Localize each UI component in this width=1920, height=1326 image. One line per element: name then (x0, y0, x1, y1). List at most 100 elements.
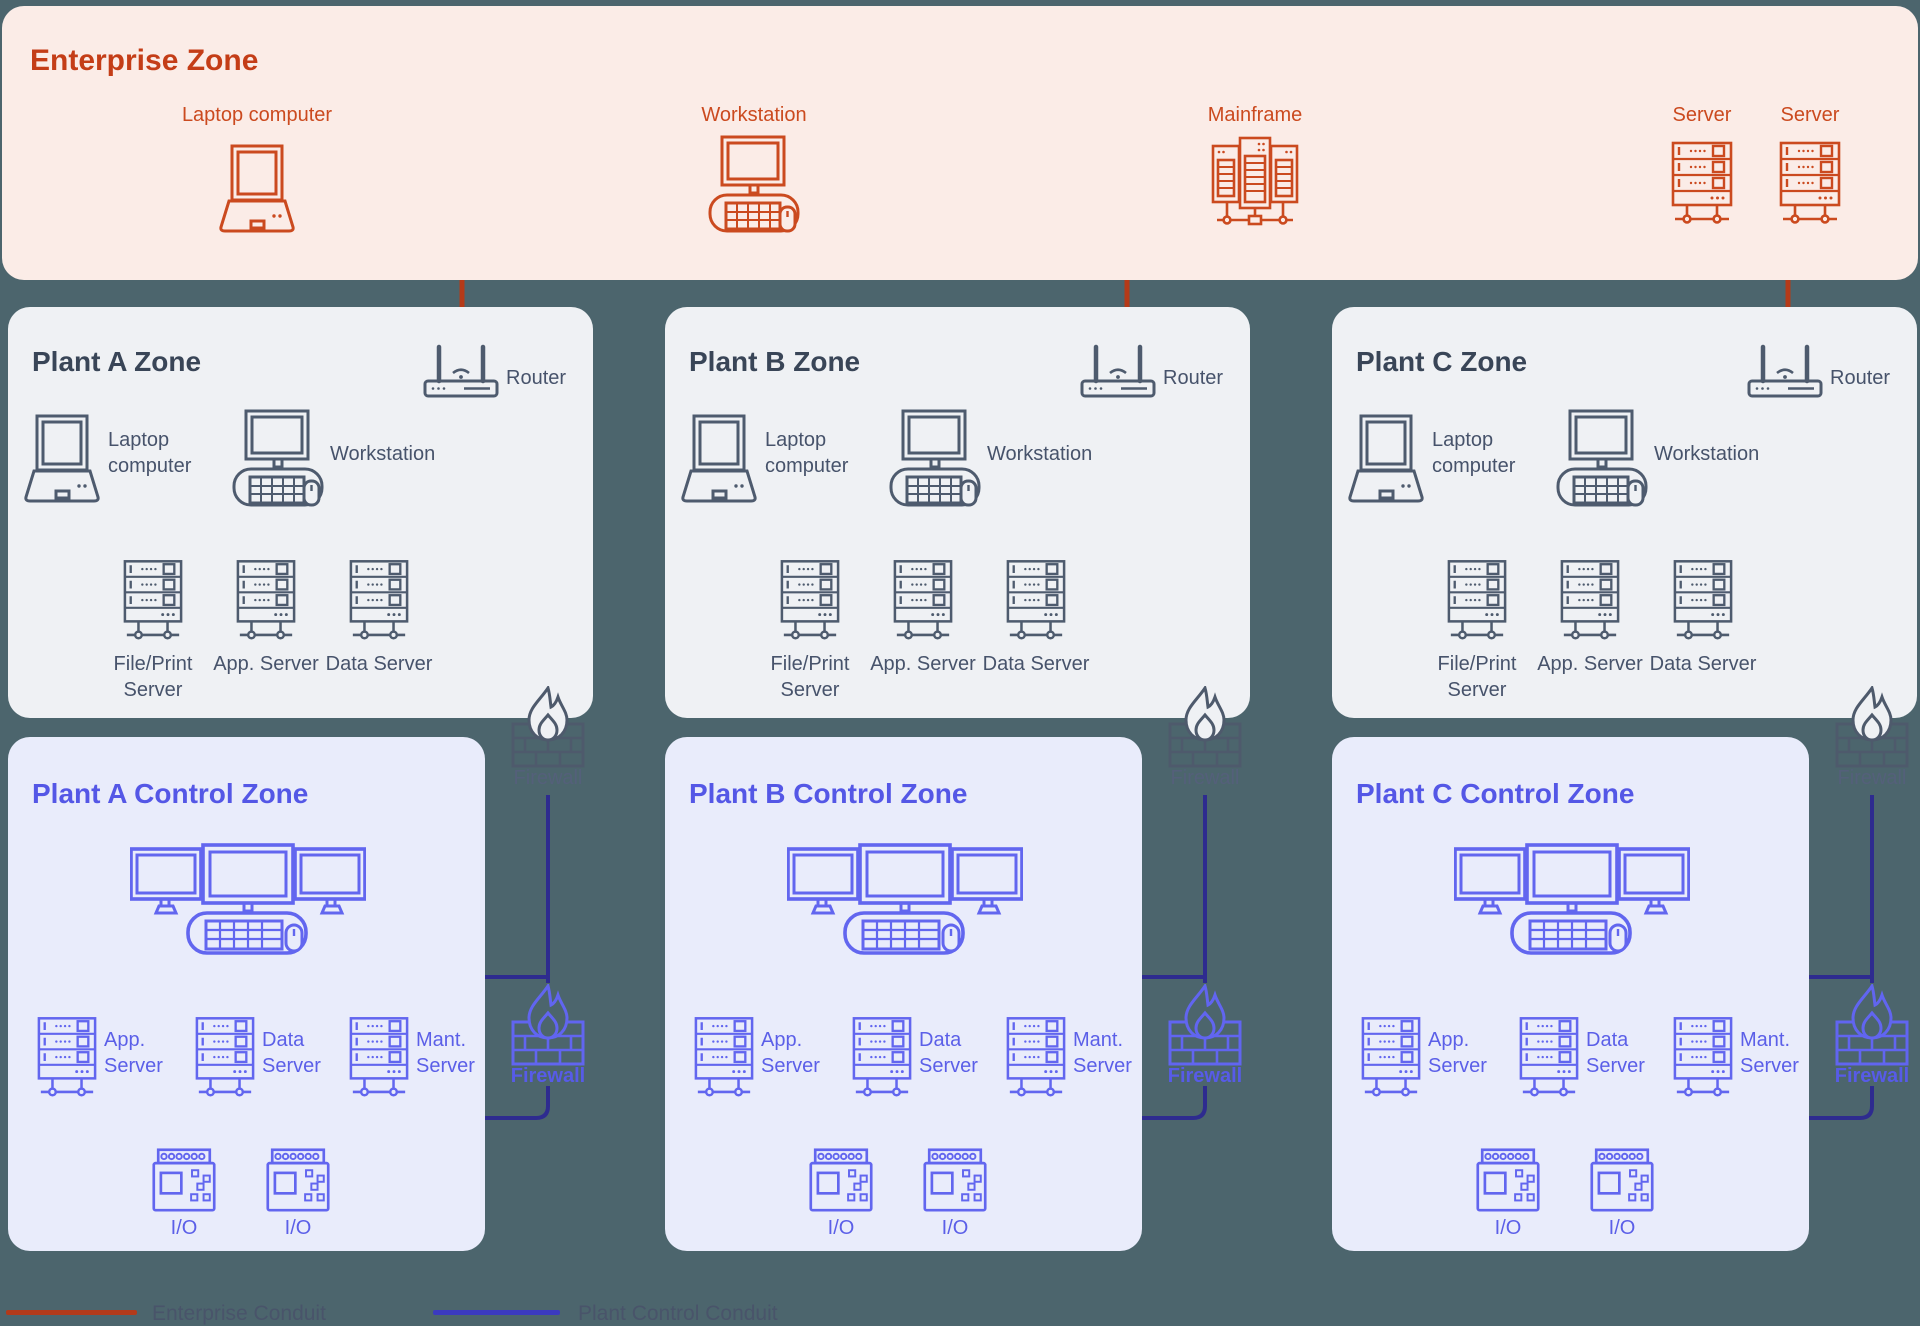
io-module-icon (152, 1148, 216, 1212)
plant-a-control-zone: Plant A Control Zone App. Server Data Se… (8, 737, 485, 1251)
plant-a-firewall-lower: Firewall (505, 984, 591, 1088)
app-server-icon (1360, 1015, 1422, 1103)
router-label: Router (506, 367, 567, 389)
data-server-icon (194, 1015, 256, 1103)
server-icon (1778, 141, 1842, 229)
workstation-icon (708, 135, 800, 235)
io-label: I/O (1494, 1217, 1522, 1239)
enterprise-conduit-legend-label: Enterprise Conduit (152, 1302, 326, 1325)
io-label: I/O (170, 1217, 198, 1239)
hmi-workstation-icon (130, 839, 366, 959)
firewall-icon (1162, 984, 1248, 1066)
app-server-icon (235, 557, 297, 647)
workstation-label: Workstation (987, 443, 1093, 465)
plant-a-firewall-upper: Firewall (505, 686, 591, 790)
router-icon (422, 343, 500, 401)
io-module-icon (923, 1148, 987, 1212)
enterprise-workstation: Workstation (654, 104, 854, 235)
io-module-icon (266, 1148, 330, 1212)
file-print-server-icon (779, 557, 841, 647)
maintenance-server-label: Mant. Server (416, 1029, 475, 1077)
workstation-icon (889, 409, 981, 509)
laptop-icon (678, 413, 760, 505)
file-print-server-icon (1446, 557, 1508, 647)
laptop-label: Laptop computer (1432, 429, 1516, 477)
enterprise-server-2: Server (1750, 104, 1870, 229)
laptop-icon (216, 143, 298, 235)
laptop-icon (21, 413, 103, 505)
plant-c-firewall-lower: Firewall (1829, 984, 1915, 1088)
firewall-icon (1162, 686, 1248, 768)
enterprise-workstation-label: Workstation (701, 104, 807, 126)
app-server-icon (1559, 557, 1621, 647)
plant-control-conduit-swatch (433, 1310, 560, 1315)
enterprise-server-1: Server (1642, 104, 1762, 229)
plant-b-control-zone-title: Plant B Control Zone (689, 778, 968, 810)
enterprise-laptop: Laptop computer (157, 104, 357, 235)
io-module-icon (1590, 1148, 1654, 1212)
maintenance-server-label: Mant. Server (1073, 1029, 1132, 1077)
data-server-icon (851, 1015, 913, 1103)
app-server-label: App. Server (870, 653, 976, 675)
file-print-server-label: File/Print Server (770, 653, 850, 701)
file-print-server-icon (122, 557, 184, 647)
hmi-workstation-icon (787, 839, 1023, 959)
mainframe-icon (1207, 134, 1303, 230)
firewall-label: Firewall (1167, 1065, 1243, 1087)
plant-a-control-zone-title: Plant A Control Zone (32, 778, 309, 810)
data-server-icon (1672, 557, 1734, 647)
app-server-label: App. Server (213, 653, 319, 675)
enterprise-zone-title: Enterprise Zone (30, 44, 259, 78)
data-server-label: Data Server (919, 1029, 978, 1077)
file-print-server-label: File/Print Server (113, 653, 193, 701)
workstation-icon (232, 409, 324, 509)
app-server-label: App. Server (761, 1029, 820, 1077)
app-server-label: App. Server (1428, 1029, 1487, 1077)
io-label: I/O (827, 1217, 855, 1239)
plant-control-conduit-legend-label: Plant Control Conduit (578, 1302, 778, 1325)
plant-c-firewall-upper: Firewall (1829, 686, 1915, 790)
io-label: I/O (284, 1217, 312, 1239)
firewall-label: Firewall (510, 1065, 586, 1087)
enterprise-server-1-label: Server (1672, 104, 1732, 126)
router-label: Router (1163, 367, 1224, 389)
plant-a-zone: Plant A Zone Router Laptop computer Work… (8, 307, 593, 718)
io-label: I/O (1608, 1217, 1636, 1239)
data-server-label: Data Server (1586, 1029, 1645, 1077)
plant-a-zone-title: Plant A Zone (32, 346, 202, 378)
hmi-workstation-icon (1454, 839, 1690, 959)
data-server-icon (348, 557, 410, 647)
maintenance-server-icon (1672, 1015, 1734, 1103)
maintenance-server-label: Mant. Server (1740, 1029, 1799, 1077)
plant-b-zone-title: Plant B Zone (689, 346, 861, 378)
legend: Enterprise Conduit Plant Control Conduit (0, 1296, 1100, 1326)
enterprise-laptop-label: Laptop computer (181, 104, 333, 126)
firewall-icon (505, 686, 591, 768)
firewall-label: Firewall (1170, 767, 1240, 789)
enterprise-zone: Enterprise Zone Laptop computer Workstat… (2, 6, 1918, 280)
workstation-label: Workstation (330, 443, 436, 465)
enterprise-mainframe: Mainframe (1155, 104, 1355, 230)
io-label: I/O (941, 1217, 969, 1239)
router-icon (1079, 343, 1157, 401)
app-server-label: App. Server (104, 1029, 163, 1077)
router-icon (1746, 343, 1824, 401)
plant-b-firewall-upper: Firewall (1162, 686, 1248, 790)
firewall-label: Firewall (1837, 767, 1907, 789)
data-server-label: Data Server (982, 653, 1090, 675)
enterprise-conduit-swatch (6, 1310, 137, 1315)
laptop-icon (1345, 413, 1427, 505)
maintenance-server-icon (1005, 1015, 1067, 1103)
plant-c-control-zone-title: Plant C Control Zone (1356, 778, 1635, 810)
app-server-icon (892, 557, 954, 647)
app-server-label: App. Server (1537, 653, 1643, 675)
firewall-icon (1829, 686, 1915, 768)
app-server-icon (693, 1015, 755, 1103)
plant-b-firewall-lower: Firewall (1162, 984, 1248, 1088)
workstation-label: Workstation (1654, 443, 1760, 465)
enterprise-mainframe-label: Mainframe (1207, 104, 1303, 126)
file-print-server-label: File/Print Server (1437, 653, 1517, 701)
firewall-icon (505, 984, 591, 1066)
plant-c-zone-title: Plant C Zone (1356, 346, 1528, 378)
